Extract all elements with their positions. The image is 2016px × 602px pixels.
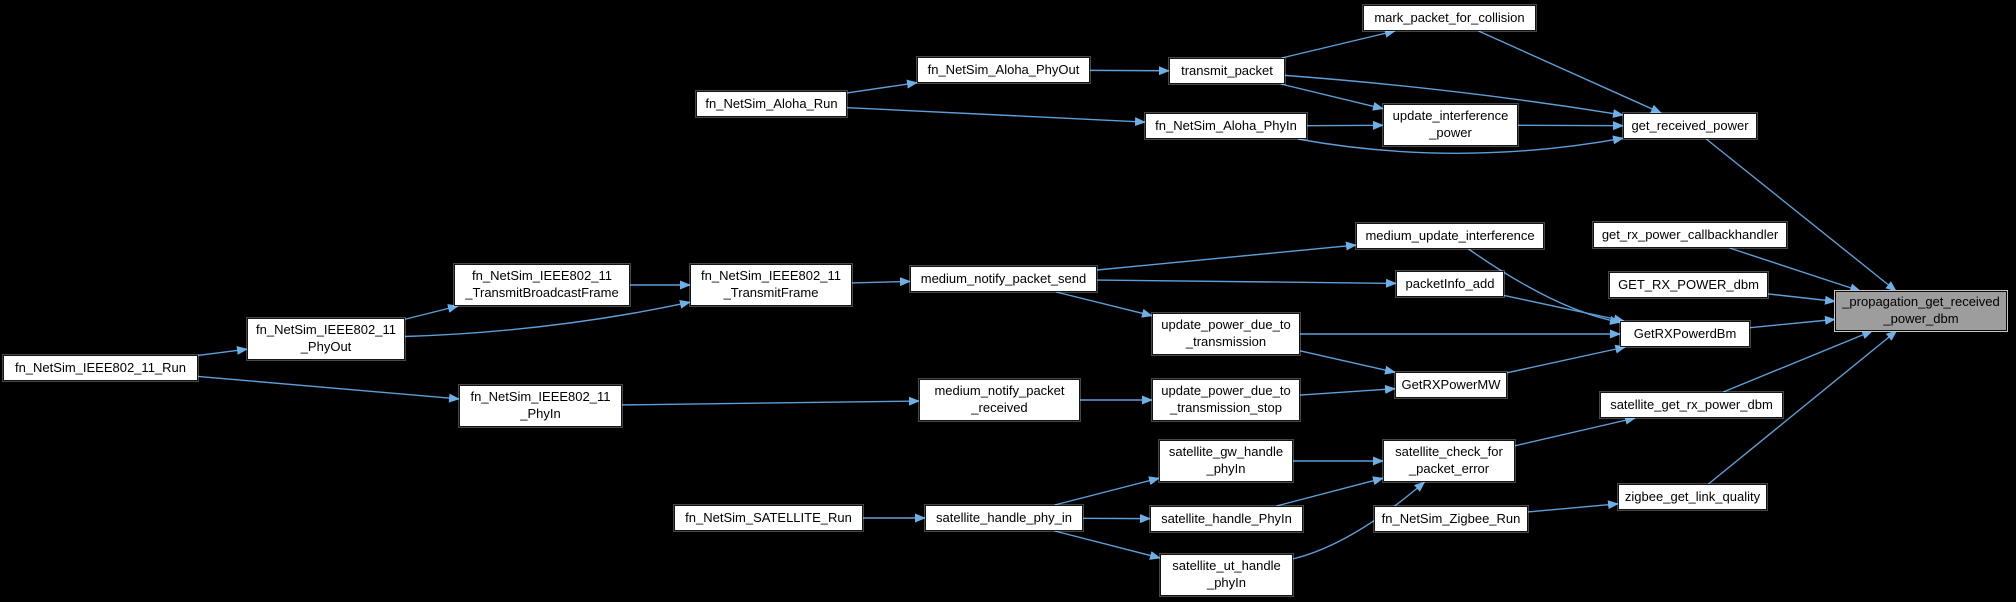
edge-transmit_packet-mark_col — [1281, 28, 1396, 59]
edge-mark_col-get_rec_pow — [1478, 30, 1662, 114]
graph-node-zig_link[interactable]: zigbee_get_link_quality — [1618, 484, 1767, 510]
edge-upd_tx_stop-getrxmw — [1299, 384, 1396, 396]
graph-node-mark_col[interactable]: mark_packet_for_collision — [1363, 5, 1536, 31]
edge-sat_phy-sat_ut — [1054, 530, 1161, 560]
edge-transmit_packet-get_rec_pow — [1284, 74, 1624, 118]
graph-node-upd_int_pow[interactable]: update_interference _power — [1383, 104, 1518, 146]
graph-node-sat_chk[interactable]: satellite_check_for _packet_error — [1383, 440, 1515, 482]
edge-zig_run-zig_link — [1527, 500, 1619, 513]
focus-node-prop: _propagation_get_received _power_dbm — [1835, 291, 2007, 331]
graph-node-sat_ut[interactable]: satellite_ut_handle _phyIn — [1160, 554, 1293, 596]
edge-sat_chk-sat_getrx — [1514, 415, 1637, 447]
graph-node-sat_hPhyIn[interactable]: satellite_handle_PhyIn — [1150, 506, 1303, 532]
graph-node-sat_getrx[interactable]: satellite_get_rx_power_dbm — [1600, 392, 1783, 418]
graph-node-get_rec_pow[interactable]: get_received_power — [1623, 113, 1757, 139]
graph-node-mnp_send[interactable]: medium_notify_packet_send — [910, 266, 1097, 292]
edge-GRP_dbm-prop — [1767, 293, 1836, 305]
graph-node-med_upd_int[interactable]: medium_update_interference — [1356, 223, 1544, 249]
graph-node-getrxmw[interactable]: GetRXPowerMW — [1395, 372, 1507, 398]
graph-node-upd_tx_stop[interactable]: update_power_due_to _transmission_stop — [1152, 379, 1300, 421]
edge-getrxmw-getrxdbm — [1506, 344, 1627, 374]
graph-node-ieee_phyin[interactable]: fn_NetSim_IEEE802_11 _PhyIn — [459, 385, 622, 427]
graph-node-ieee_phyout[interactable]: fn_NetSim_IEEE802_11 _PhyOut — [247, 318, 405, 360]
edge-mnp_send-upd_tx — [1055, 291, 1153, 318]
edge-sat_ut-sat_chk — [1292, 481, 1426, 560]
edge-ieee_tframe-mnp_send — [851, 277, 911, 287]
edge-zig_link-prop — [1708, 330, 1898, 485]
graph-node-transmit_packet[interactable]: transmit_packet — [1169, 58, 1285, 84]
edge-mnp_send-pkt_info_add — [1096, 278, 1397, 288]
edge-getrxdbm-prop — [1749, 315, 1836, 329]
edge-sat_hPhyIn-sat_chk — [1276, 476, 1384, 507]
graph-node-aloha_phyin[interactable]: fn_NetSim_Aloha_PhyIn — [1145, 113, 1307, 139]
graph-node-sat_gw[interactable]: satellite_gw_handle _phyIn — [1159, 440, 1293, 482]
graph-node-grx_cb[interactable]: get_rx_power_callbackhandler — [1593, 222, 1787, 248]
graph-node-ieee_tframe[interactable]: fn_NetSim_IEEE802_11 _TransmitFrame — [690, 264, 852, 306]
graph-node-aloha_run[interactable]: fn_NetSim_Aloha_Run — [696, 91, 847, 117]
edge-pkt_info_add-getrxdbm — [1503, 294, 1625, 324]
edge-get_rec_pow-prop — [1705, 138, 1897, 292]
edge-med_upd_int-getrxdbm — [1468, 248, 1621, 325]
graph-node-sat_phy[interactable]: satellite_handle_phy_in — [925, 505, 1083, 531]
graph-node-GRP_dbm[interactable]: GET_RX_POWER_dbm — [1609, 272, 1768, 298]
edge-ieee_run-ieee_phyout — [197, 345, 248, 357]
graph-node-sat_run[interactable]: fn_NetSim_SATELLITE_Run — [674, 505, 863, 531]
edge-aloha_phyin-get_rec_pow — [1297, 135, 1624, 154]
edge-transmit_packet-upd_int_pow — [1280, 83, 1384, 111]
graph-node-getrxdbm[interactable]: GetRXPowerdBm — [1620, 321, 1750, 347]
edge-ieee_phyin-mnp_recv — [621, 396, 920, 406]
edge-upd_tx-getrxmw — [1299, 350, 1396, 375]
edge-sat_phy-sat_gw — [1054, 476, 1160, 506]
graph-node-aloha_phyout[interactable]: fn_NetSim_Aloha_PhyOut — [917, 57, 1090, 83]
edge-aloha_run-aloha_phyout — [846, 79, 918, 94]
graph-node-ieee_run[interactable]: fn_NetSim_IEEE802_11_Run — [3, 355, 198, 381]
edge-ieee_phyout-ieee_tbframe — [404, 304, 459, 320]
edge-aloha_run-aloha_phyin — [846, 106, 1146, 127]
edge-ieee_phyout-ieee_tframe — [404, 299, 691, 338]
edge-ieee_run-ieee_phyin — [197, 375, 460, 403]
edge-sat_getrx-prop — [1722, 330, 1874, 393]
graph-node-upd_tx[interactable]: update_power_due_to _transmission — [1152, 313, 1300, 355]
graph-node-mnp_recv[interactable]: medium_notify_packet _received — [919, 379, 1080, 421]
graph-node-zig_run[interactable]: fn_NetSim_Zigbee_Run — [1374, 506, 1528, 532]
edge-mnp_send-med_upd_int — [1096, 241, 1357, 271]
edge-grx_cb-prop — [1729, 247, 1862, 293]
graph-node-ieee_tbframe[interactable]: fn_NetSim_IEEE802_11 _TransmitBroadcastF… — [454, 264, 630, 306]
graph-node-pkt_info_add[interactable]: packetInfo_add — [1396, 271, 1504, 297]
